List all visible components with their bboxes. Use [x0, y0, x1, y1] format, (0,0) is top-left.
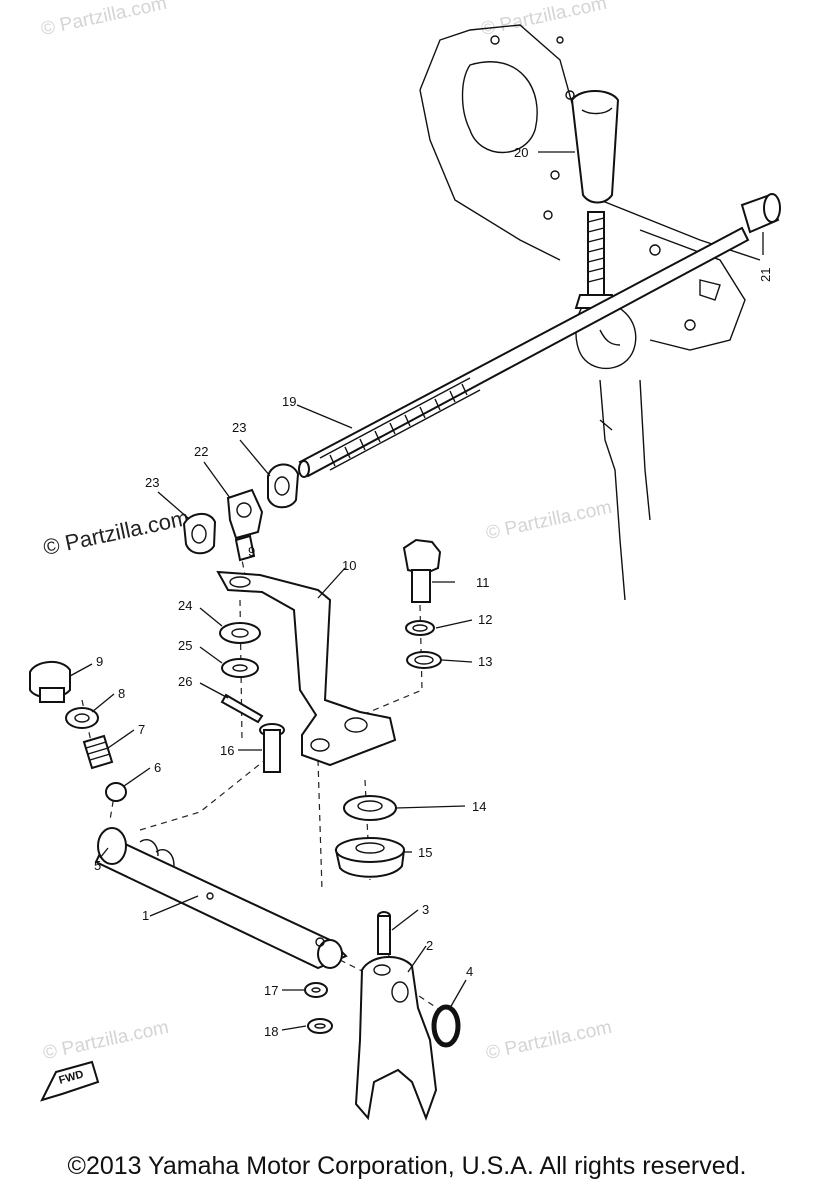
callout-9-rod: 9 [248, 544, 255, 559]
callout-2: 2 [426, 938, 433, 953]
callout-leaders [69, 151, 764, 1031]
callout-23-upper: 23 [232, 420, 246, 435]
callout-10: 10 [342, 558, 356, 573]
shift-shaft [94, 827, 348, 970]
callout-15: 15 [418, 845, 432, 860]
callout-7: 7 [138, 722, 145, 737]
detent-plug [29, 661, 71, 703]
callout-21: 21 [758, 268, 773, 282]
pivot-pin [259, 723, 285, 773]
callout-14: 14 [472, 799, 486, 814]
callout-numbers: 20 21 19 23 22 23 9 10 11 12 13 24 25 26… [94, 145, 773, 1039]
callout-22: 22 [194, 444, 208, 459]
callout-16: 16 [220, 743, 234, 758]
collar-washer-14 [343, 795, 397, 821]
fork-pin [377, 911, 391, 955]
callout-9-plug: 9 [96, 654, 103, 669]
detent-gasket [65, 707, 99, 729]
callout-26: 26 [178, 674, 192, 689]
rod-end-cap [740, 193, 781, 234]
shaft-washer [304, 982, 328, 998]
callout-17: 17 [264, 983, 278, 998]
callout-11: 11 [476, 575, 490, 590]
detent-ball [105, 782, 127, 802]
arm-bolt [402, 538, 442, 603]
knob-threaded-stud [574, 211, 618, 309]
callout-6: 6 [154, 760, 161, 775]
shift-arm [216, 570, 397, 767]
callout-5: 5 [94, 858, 101, 873]
callout-19: 19 [282, 394, 296, 409]
arm-washer-24 [219, 622, 261, 644]
arm-washer-25 [221, 658, 259, 678]
detent-spring [82, 734, 114, 770]
forward-arrow: FWD [40, 1060, 100, 1102]
callout-12: 12 [478, 612, 492, 627]
cotter-pin [220, 693, 264, 724]
shift-rod [298, 226, 750, 478]
callout-3: 3 [422, 902, 429, 917]
callout-25: 25 [178, 638, 192, 653]
callout-20: 20 [514, 145, 528, 160]
callout-23-lower: 23 [145, 475, 159, 490]
shaft-circlip [307, 1018, 333, 1034]
rod-nut-lower [182, 513, 217, 555]
collar-15 [334, 837, 406, 878]
callout-4: 4 [466, 964, 473, 979]
callout-8: 8 [118, 686, 125, 701]
bolt-lock-washer [405, 620, 435, 636]
callout-1: 1 [142, 908, 149, 923]
fork-circlip [431, 1004, 461, 1048]
rod-nut-upper [267, 463, 300, 509]
callout-18: 18 [264, 1024, 278, 1039]
bolt-plain-washer [406, 651, 442, 669]
copyright-notice: ©2013 Yamaha Motor Corporation, U.S.A. A… [67, 1152, 747, 1180]
callout-13: 13 [478, 654, 492, 669]
shift-fork [354, 955, 438, 1121]
callout-24: 24 [178, 598, 192, 613]
shift-knob [570, 90, 620, 204]
rod-joint [226, 488, 264, 562]
